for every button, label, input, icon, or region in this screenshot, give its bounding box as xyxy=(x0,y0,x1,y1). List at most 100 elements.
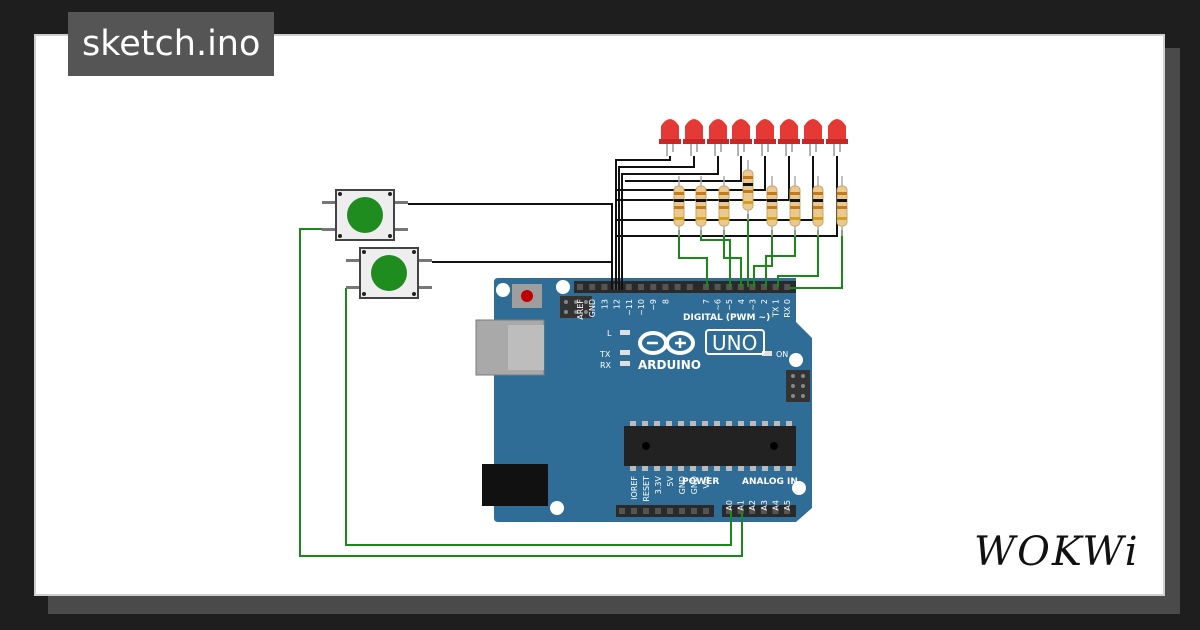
mounting-hole xyxy=(792,481,806,495)
board-maker: ARDUINO xyxy=(638,358,701,372)
header-pin[interactable] xyxy=(589,284,596,290)
wire-signal[interactable] xyxy=(345,288,732,546)
wire-signal[interactable] xyxy=(790,230,843,289)
atmega-chip xyxy=(624,421,796,471)
mounting-hole xyxy=(789,353,803,367)
board-status-leds xyxy=(620,330,772,366)
led-label-rx: RX xyxy=(600,361,612,370)
pin-label: A2 xyxy=(748,500,757,511)
pin-label: A0 xyxy=(725,500,734,511)
wire-gnd[interactable] xyxy=(616,156,766,191)
led-label-l: L xyxy=(607,329,612,338)
pin-label: 7 xyxy=(702,299,711,304)
wire-signal[interactable] xyxy=(723,230,742,287)
wire-signal[interactable] xyxy=(777,230,819,287)
push-button-2[interactable] xyxy=(346,247,432,299)
pin-label: 4 xyxy=(737,299,746,304)
pin-label: GND xyxy=(678,476,687,494)
resistor[interactable] xyxy=(742,160,754,220)
pin-label: TX 1 xyxy=(772,299,781,318)
header-pin[interactable] xyxy=(674,284,681,290)
pin-label: ~11 xyxy=(625,299,634,316)
sketch-title[interactable]: sketch.ino xyxy=(68,12,275,76)
resistor[interactable] xyxy=(695,176,707,236)
resistor[interactable] xyxy=(673,176,685,236)
header-pin[interactable] xyxy=(662,284,669,290)
pin-label: A4 xyxy=(771,500,780,511)
resistor[interactable] xyxy=(766,176,778,236)
header-pin[interactable] xyxy=(749,284,756,290)
wire-gnd[interactable] xyxy=(408,203,613,290)
header-pin[interactable] xyxy=(784,284,791,290)
wire-signal[interactable] xyxy=(678,230,708,287)
red-led[interactable] xyxy=(683,119,705,156)
header-pin[interactable] xyxy=(761,284,767,290)
board-model: UNO xyxy=(712,331,757,355)
header-pin[interactable] xyxy=(737,508,744,514)
header-pin[interactable] xyxy=(686,284,693,290)
wire-gnd[interactable] xyxy=(615,156,671,290)
red-led[interactable] xyxy=(730,119,752,156)
header-pin[interactable] xyxy=(749,508,756,514)
header-pin[interactable] xyxy=(703,508,709,514)
power-header[interactable] xyxy=(616,505,714,517)
pin-label: 3.3V xyxy=(654,475,663,494)
wire-signal[interactable] xyxy=(753,230,773,287)
icsp2-header xyxy=(786,370,810,402)
red-led[interactable] xyxy=(826,119,848,156)
header-pin[interactable] xyxy=(784,508,790,514)
arduino-logo-icon xyxy=(638,331,695,355)
resistor[interactable] xyxy=(812,176,824,236)
power-jack xyxy=(482,464,548,506)
wire-gnd[interactable] xyxy=(625,156,742,182)
wire-gnd[interactable] xyxy=(616,156,814,221)
push-button-1[interactable] xyxy=(322,189,408,241)
analog-label: ANALOG IN xyxy=(742,477,798,487)
red-led[interactable] xyxy=(754,119,776,156)
header-pin[interactable] xyxy=(638,284,644,290)
header-pin[interactable] xyxy=(577,284,583,290)
header-pin[interactable] xyxy=(772,284,779,290)
pin-label: 2 xyxy=(760,299,769,304)
resistor[interactable] xyxy=(836,176,848,236)
on-label: ON xyxy=(776,350,788,359)
header-pin[interactable] xyxy=(655,508,661,514)
header-pin[interactable] xyxy=(760,508,767,514)
wire-signal[interactable] xyxy=(299,228,743,557)
pin-label: GND xyxy=(690,476,699,494)
header-pin[interactable] xyxy=(772,508,779,514)
led-label-tx: TX xyxy=(599,350,611,359)
header-pin[interactable] xyxy=(631,508,637,514)
header-pin[interactable] xyxy=(679,508,685,514)
pin-label: 13 xyxy=(600,299,609,309)
wire-gnd[interactable] xyxy=(621,156,719,290)
wire-gnd[interactable] xyxy=(616,156,838,237)
wire-gnd[interactable] xyxy=(618,156,695,290)
header-pin[interactable] xyxy=(726,508,732,514)
icsp-header xyxy=(560,296,592,318)
header-pin[interactable] xyxy=(691,508,697,514)
pin-label: A1 xyxy=(737,500,746,511)
pin-label: IOREF xyxy=(630,476,639,500)
pin-label: 5V xyxy=(666,475,675,486)
header-pin[interactable] xyxy=(625,284,632,290)
header-pin[interactable] xyxy=(643,508,649,514)
header-pin[interactable] xyxy=(601,284,608,290)
red-led[interactable] xyxy=(659,119,681,156)
header-pin[interactable] xyxy=(714,284,721,290)
red-led[interactable] xyxy=(802,119,824,156)
mounting-hole xyxy=(496,283,510,297)
header-pin[interactable] xyxy=(619,508,625,514)
red-led[interactable] xyxy=(778,119,800,156)
pin-label: ~9 xyxy=(649,299,658,311)
power-label: POWER xyxy=(682,477,719,487)
resistor[interactable] xyxy=(718,176,730,236)
red-led[interactable] xyxy=(707,119,729,156)
resistor[interactable] xyxy=(789,176,801,236)
mounting-hole xyxy=(556,280,570,294)
header-pin[interactable] xyxy=(667,508,673,514)
header-pin[interactable] xyxy=(650,284,657,290)
wire-signal[interactable] xyxy=(765,230,796,287)
